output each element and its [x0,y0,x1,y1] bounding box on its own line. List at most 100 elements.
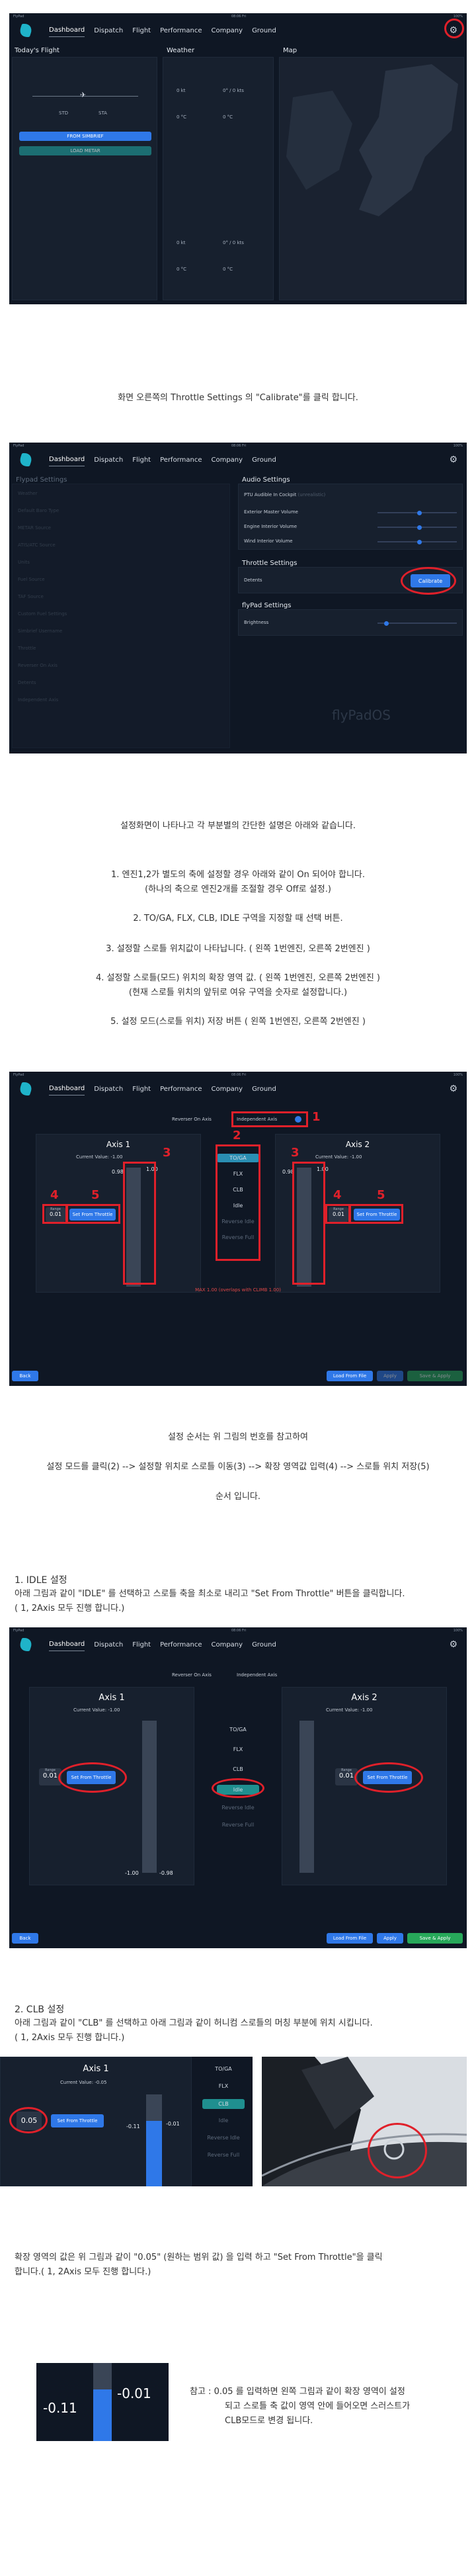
mode-flx-button[interactable]: FLX [233,1171,243,1177]
idle-axis2-bar [299,1721,314,1873]
tab-dashboard-4[interactable]: Dashboard [49,1638,85,1651]
top-nav-4: Dashboard Dispatch Flight Performance Co… [9,1633,467,1656]
honeycomb-throttle-photo [262,2057,467,2186]
flypad-logo-3 [17,1081,37,1097]
axis2-set-from-throttle-button[interactable]: Set From Throttle [354,1209,400,1221]
tab-company-2[interactable]: Company [211,456,243,464]
gear-icon-3[interactable]: ⚙ [449,1084,457,1094]
slider-knob[interactable] [417,525,422,530]
tab-performance[interactable]: Performance [160,26,202,34]
mode-reverse-full-button[interactable]: Reverse Full [221,1234,255,1240]
setting-row: ATIS/ATC Source [18,542,56,548]
idle-save-apply-button[interactable]: Save & Apply [407,1933,463,1944]
tab-flight-2[interactable]: Flight [132,456,151,464]
tab-dispatch-2[interactable]: Dispatch [94,456,124,464]
mode-reverse-idle-button[interactable]: Reverse Idle [207,2135,240,2141]
idle-mode-highlight [212,1778,264,1798]
mode-toga-button[interactable]: TO/GA [215,2066,232,2072]
mode-clb-button[interactable]: CLB [202,2099,245,2109]
clb-bar-top: -0.01 [166,2121,180,2127]
idle-apply-button[interactable]: Apply [377,1933,403,1944]
axis1-title: Axis 1 [106,1140,131,1149]
mode-idle-button[interactable]: Idle [233,1203,243,1209]
caption-overview-title: 설정화면이 나타나고 각 부분별의 간단한 설명은 아래와 같습니다. [120,821,356,831]
gear-icon-2[interactable]: ⚙ [449,454,457,465]
tab-ground-3[interactable]: Ground [252,1085,276,1093]
independent-axis-label: Independent Axis [237,1117,278,1122]
tab-dispatch[interactable]: Dispatch [94,26,124,34]
tab-performance-2[interactable]: Performance [160,456,202,464]
back-button[interactable]: Back [12,1371,38,1381]
mode-reverse-idle-button[interactable]: Reverse Idle [221,1219,255,1224]
mode-toga-button[interactable]: TO/GA [229,1727,247,1733]
wind-volume-slider[interactable] [377,539,457,544]
from-simbrief-button[interactable]: FROM SIMBRIEF [19,132,151,141]
idle-desc-1: 아래 그림과 같이 "IDLE" 를 선택하고 스로틀 축을 최소로 내리고 "… [15,1589,405,1599]
setting-row: Default Baro Type [18,508,60,513]
tab-flight-3[interactable]: Flight [132,1085,151,1093]
mode-clb-button[interactable]: CLB [233,1766,243,1772]
idle-back-button[interactable]: Back [12,1933,38,1944]
idle-load-from-file-button[interactable]: Load From File [327,1933,373,1944]
tab-dashboard-2[interactable]: Dashboard [49,453,85,466]
mode-flx-button[interactable]: FLX [218,2083,229,2089]
mode-clb-button[interactable]: CLB [233,1187,243,1193]
tab-company-3[interactable]: Company [211,1085,243,1093]
mode-reverse-full-button[interactable]: Reverse Full [221,1822,255,1828]
slider-knob[interactable] [417,539,422,544]
weather-title: Weather [167,47,195,54]
load-from-file-button[interactable]: Load From File [327,1371,373,1381]
exterior-volume-slider[interactable] [377,510,457,515]
std-label: STD [59,110,69,116]
setting-row: Custom Fuel Settings [18,611,67,617]
zoomed-bar-screenshot: -0.01 -0.11 [36,2363,169,2441]
tab-flight[interactable]: Flight [132,26,151,34]
clb-set-from-throttle-button[interactable]: Set From Throttle [51,2114,104,2127]
setting-row: Reverser On Axis [18,663,58,668]
setting-row: Weather [18,491,38,496]
setting-row: Fuel Source [18,577,45,582]
mode-flx-button[interactable]: FLX [233,1746,243,1752]
tab-company[interactable]: Company [211,26,243,34]
exterior-volume-label: Exterior Master Volume [244,509,298,515]
highlight-3-right [292,1162,325,1285]
highlight-4-left [42,1204,67,1224]
clb-throttle-fill [146,2121,162,2186]
brightness-slider[interactable] [377,621,457,626]
tab-performance-3[interactable]: Performance [160,1085,202,1093]
map-panel[interactable] [279,57,464,300]
tab-dashboard-3[interactable]: Dashboard [49,1082,85,1095]
tab-dashboard[interactable]: Dashboard [49,24,85,37]
tab-ground-2[interactable]: Ground [252,456,276,464]
mode-reverse-full-button[interactable]: Reverse Full [207,2152,240,2158]
tab-dispatch-3[interactable]: Dispatch [94,1085,124,1093]
setting-row: Units [18,560,30,565]
highlight-number-5-right: 5 [377,1188,385,1202]
slider-knob[interactable] [417,510,422,515]
mode-reverse-idle-button[interactable]: Reverse Idle [221,1805,255,1811]
tab-performance-4[interactable]: Performance [160,1641,202,1649]
save-apply-button[interactable]: Save & Apply [407,1371,463,1381]
tab-company-4[interactable]: Company [211,1641,243,1649]
gear-icon-4[interactable]: ⚙ [449,1639,457,1650]
tab-flight-4[interactable]: Flight [132,1641,151,1649]
tab-ground-4[interactable]: Ground [252,1641,276,1649]
tab-dispatch-4[interactable]: Dispatch [94,1641,124,1649]
axis2-title: Axis 2 [345,1140,370,1149]
independent-axis-toggle[interactable] [295,1116,301,1123]
load-metar-button[interactable]: LOAD METAR [19,146,151,155]
highlight-number-5-left: 5 [91,1188,100,1202]
slider-knob[interactable] [384,621,389,626]
apply-button[interactable]: Apply [377,1371,403,1381]
tab-ground[interactable]: Ground [252,26,276,34]
axis1-set-from-throttle-button[interactable]: Set From Throttle [69,1209,116,1221]
mode-toga-button[interactable]: TO/GA [217,1154,259,1162]
engine-volume-slider[interactable] [377,525,457,530]
mode-idle-button[interactable]: Idle [218,2118,229,2124]
